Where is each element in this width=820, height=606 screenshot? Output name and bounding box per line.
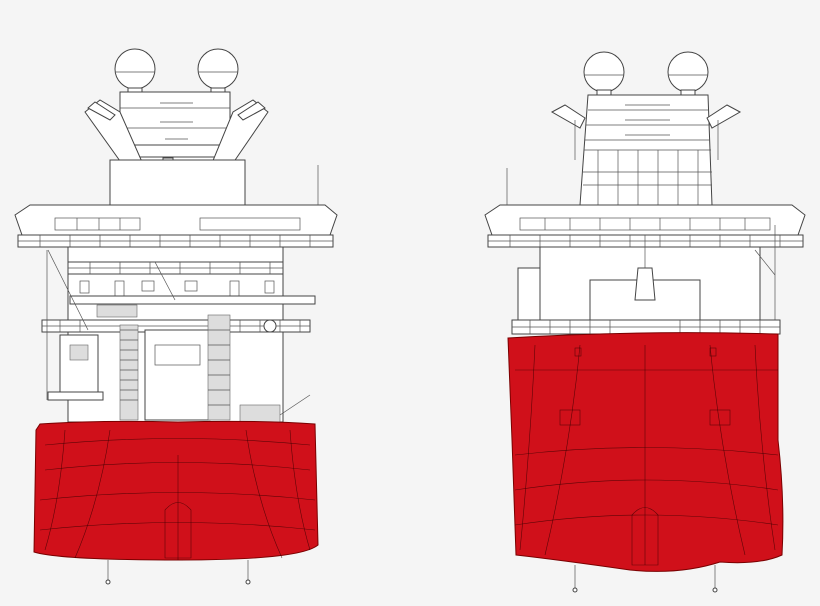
radar-domes xyxy=(114,48,239,94)
bridge-deck xyxy=(14,159,338,248)
draft-marks-right xyxy=(572,565,718,593)
superstructure xyxy=(41,246,316,423)
hull-right xyxy=(507,332,784,572)
thruster-starboard xyxy=(709,409,731,426)
superstructure xyxy=(511,225,781,335)
draft-marks-left xyxy=(105,560,251,585)
radar-domes xyxy=(583,51,709,96)
ship-view-right xyxy=(484,51,806,593)
lifeboat xyxy=(59,334,99,396)
lifebuoy xyxy=(263,319,277,333)
ship-view-left xyxy=(14,48,338,585)
hull-left xyxy=(33,420,319,561)
mast-house xyxy=(550,94,742,206)
thruster-port xyxy=(559,409,581,426)
